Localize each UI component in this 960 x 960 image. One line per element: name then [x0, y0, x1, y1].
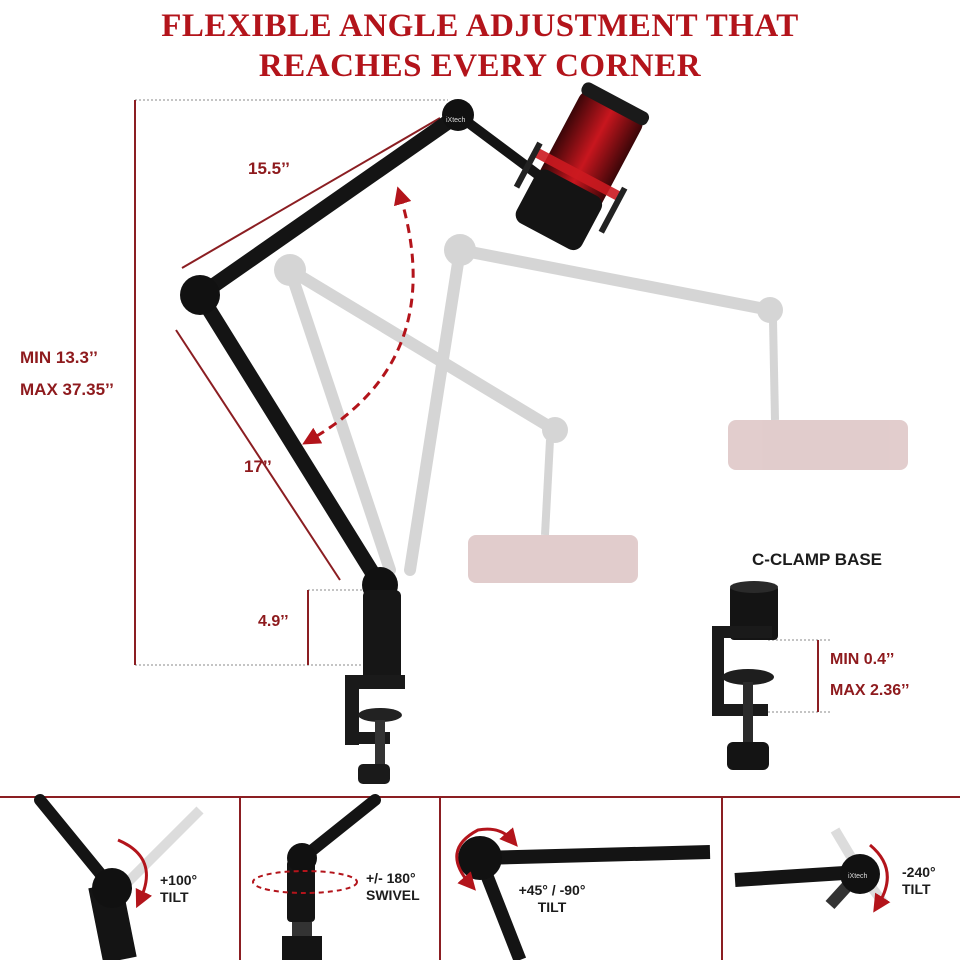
feature-strip-frame — [0, 796, 960, 960]
feature-1-label: +100° TILT — [160, 872, 197, 906]
feature-2-label: +/- 180° SWIVEL — [366, 870, 420, 904]
clamp-min-label: MIN 0.4’’ — [830, 651, 895, 668]
dimension-guides — [135, 99, 830, 713]
title-line-2: REACHES EVERY CORNER — [258, 48, 702, 84]
feature-3-label: +45° / -90° TILT — [508, 882, 596, 916]
feature-1-value: +100° — [160, 872, 198, 888]
feature-2-type: SWIVEL — [366, 887, 420, 903]
dimension-lines — [134, 100, 819, 712]
feature-2-value: +/- 180° — [366, 870, 416, 886]
base-height-label: 4.9’’ — [258, 613, 289, 630]
title-line-1: FLEXIBLE ANGLE ADJUSTMENT THAT — [161, 8, 799, 44]
brand-mark-text-small: iXtech — [848, 873, 868, 880]
c-clamp-title: C-CLAMP BASE — [752, 550, 883, 569]
c-clamp-illustration — [712, 581, 778, 770]
height-max-label: MAX 37.35’’ — [20, 380, 114, 399]
feature-3-type: TILT — [537, 899, 567, 915]
feature-4-value: -240° — [902, 864, 936, 880]
height-min-label: MIN 13.3’’ — [20, 348, 98, 367]
upper-arm-length: 15.5’’ — [248, 159, 290, 178]
page-title: FLEXIBLE ANGLE ADJUSTMENT THAT REACHES E… — [0, 6, 960, 86]
ghost-arm-positions — [274, 234, 908, 583]
rotation-arrow — [302, 186, 415, 445]
feature-4-label: -240° TILT — [902, 864, 936, 898]
feature-panel-4-art: iXtech — [734, 827, 891, 913]
feature-4-type: TILT — [902, 881, 931, 897]
feature-1-type: TILT — [160, 889, 189, 905]
feature-panel-2-art — [252, 794, 381, 960]
lower-arm-length: 17’’ — [244, 457, 272, 476]
clamp-max-label: MAX 2.36’’ — [830, 682, 910, 699]
boom-arm: iXtech — [180, 99, 550, 784]
microphone — [513, 82, 650, 251]
feature-3-value: +45° / -90° — [518, 882, 586, 898]
feature-panel-3-art — [455, 827, 711, 960]
feature-panel-1-art — [34, 794, 204, 960]
brand-mark-text: iXtech — [446, 117, 466, 124]
